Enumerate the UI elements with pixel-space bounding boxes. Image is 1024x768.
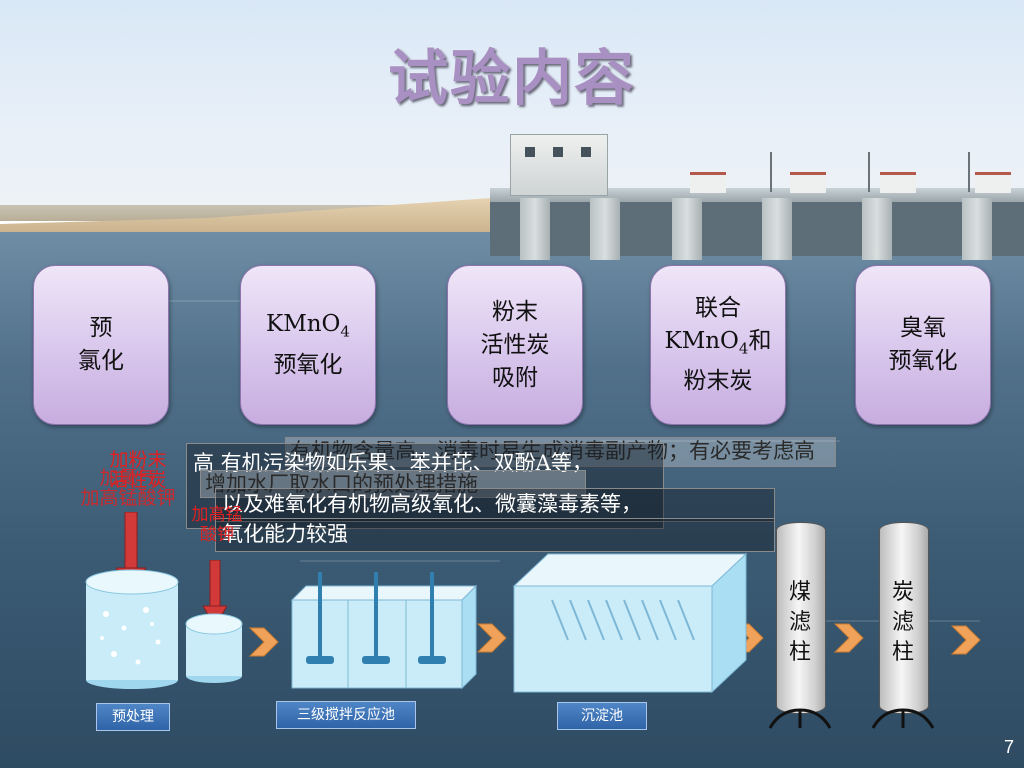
flow-chevron-icon bbox=[833, 623, 864, 653]
method-label: 预 氯化 bbox=[78, 315, 124, 374]
sedimentation-tank bbox=[512, 552, 748, 694]
dam-pier bbox=[590, 198, 620, 260]
control-hut bbox=[880, 172, 916, 193]
column-stand bbox=[871, 708, 935, 729]
coal-filter-label: 煤 滤 柱 bbox=[788, 580, 811, 665]
dam-body bbox=[490, 202, 1024, 256]
light-pole bbox=[968, 152, 970, 192]
chemical-label: 加粉末 活性炭 bbox=[109, 449, 167, 491]
mixing-reactor bbox=[290, 572, 478, 690]
stage-label-mixing: 三级搅拌反应池 bbox=[276, 701, 416, 729]
control-hut bbox=[690, 172, 726, 193]
callout-text: 有机物含量高，消毒时易生成消毒副产物；有必要考虑高 bbox=[285, 437, 836, 467]
control-hut bbox=[975, 172, 1011, 193]
carbon-filter-column bbox=[879, 522, 929, 714]
method-label: 粉末 活性炭 吸附 bbox=[480, 298, 550, 391]
method-box-prechlorination: 预 氯化 bbox=[33, 265, 169, 425]
method-label: 臭氧 预氧化 bbox=[888, 315, 958, 374]
callout-text: 高 有机污染物如乐果、苯并芘、双酚A等， bbox=[186, 443, 664, 529]
chemical-label: 加氯气 加高锰酸钾 bbox=[80, 467, 176, 509]
pretreatment-tank bbox=[85, 569, 179, 689]
dam-pier bbox=[520, 198, 550, 260]
callout-text: 以及难氧化有机物高级氧化、微囊藻毒素等， bbox=[215, 488, 775, 522]
dam-pier bbox=[862, 198, 892, 260]
light-pole bbox=[770, 152, 772, 192]
coal-filter-column bbox=[776, 522, 826, 714]
ripple bbox=[300, 560, 500, 562]
callout-text: 增加水厂取水口的预处理措施 bbox=[200, 470, 586, 498]
dam-pier bbox=[962, 198, 992, 260]
flow-chevron-icon bbox=[476, 623, 507, 653]
light-pole bbox=[868, 152, 870, 192]
slide-title: 试验内容 bbox=[388, 44, 636, 114]
flow-chevron-icon bbox=[950, 625, 981, 655]
control-hut bbox=[790, 172, 826, 193]
callout-text: 氧化能力较强 bbox=[215, 518, 775, 552]
chemical-label: 加高锰 酸钾 bbox=[191, 505, 243, 545]
method-box-ozone: 臭氧 预氧化 bbox=[855, 265, 991, 425]
dam-pier bbox=[762, 198, 792, 260]
column-stand bbox=[768, 708, 832, 729]
ripple bbox=[600, 440, 840, 442]
dam-pier bbox=[672, 198, 702, 260]
dosing-tank bbox=[185, 613, 243, 683]
method-box-pac: 粉末 活性炭 吸附 bbox=[447, 265, 583, 425]
page-number: 7 bbox=[1003, 737, 1014, 757]
stage-label-pretreatment: 预处理 bbox=[96, 703, 170, 731]
flow-chevron-icon bbox=[248, 627, 279, 657]
stage-label-sedimentation: 沉淀池 bbox=[557, 702, 647, 730]
carbon-filter-label: 炭 滤 柱 bbox=[891, 580, 914, 665]
gatehouse bbox=[510, 134, 608, 196]
